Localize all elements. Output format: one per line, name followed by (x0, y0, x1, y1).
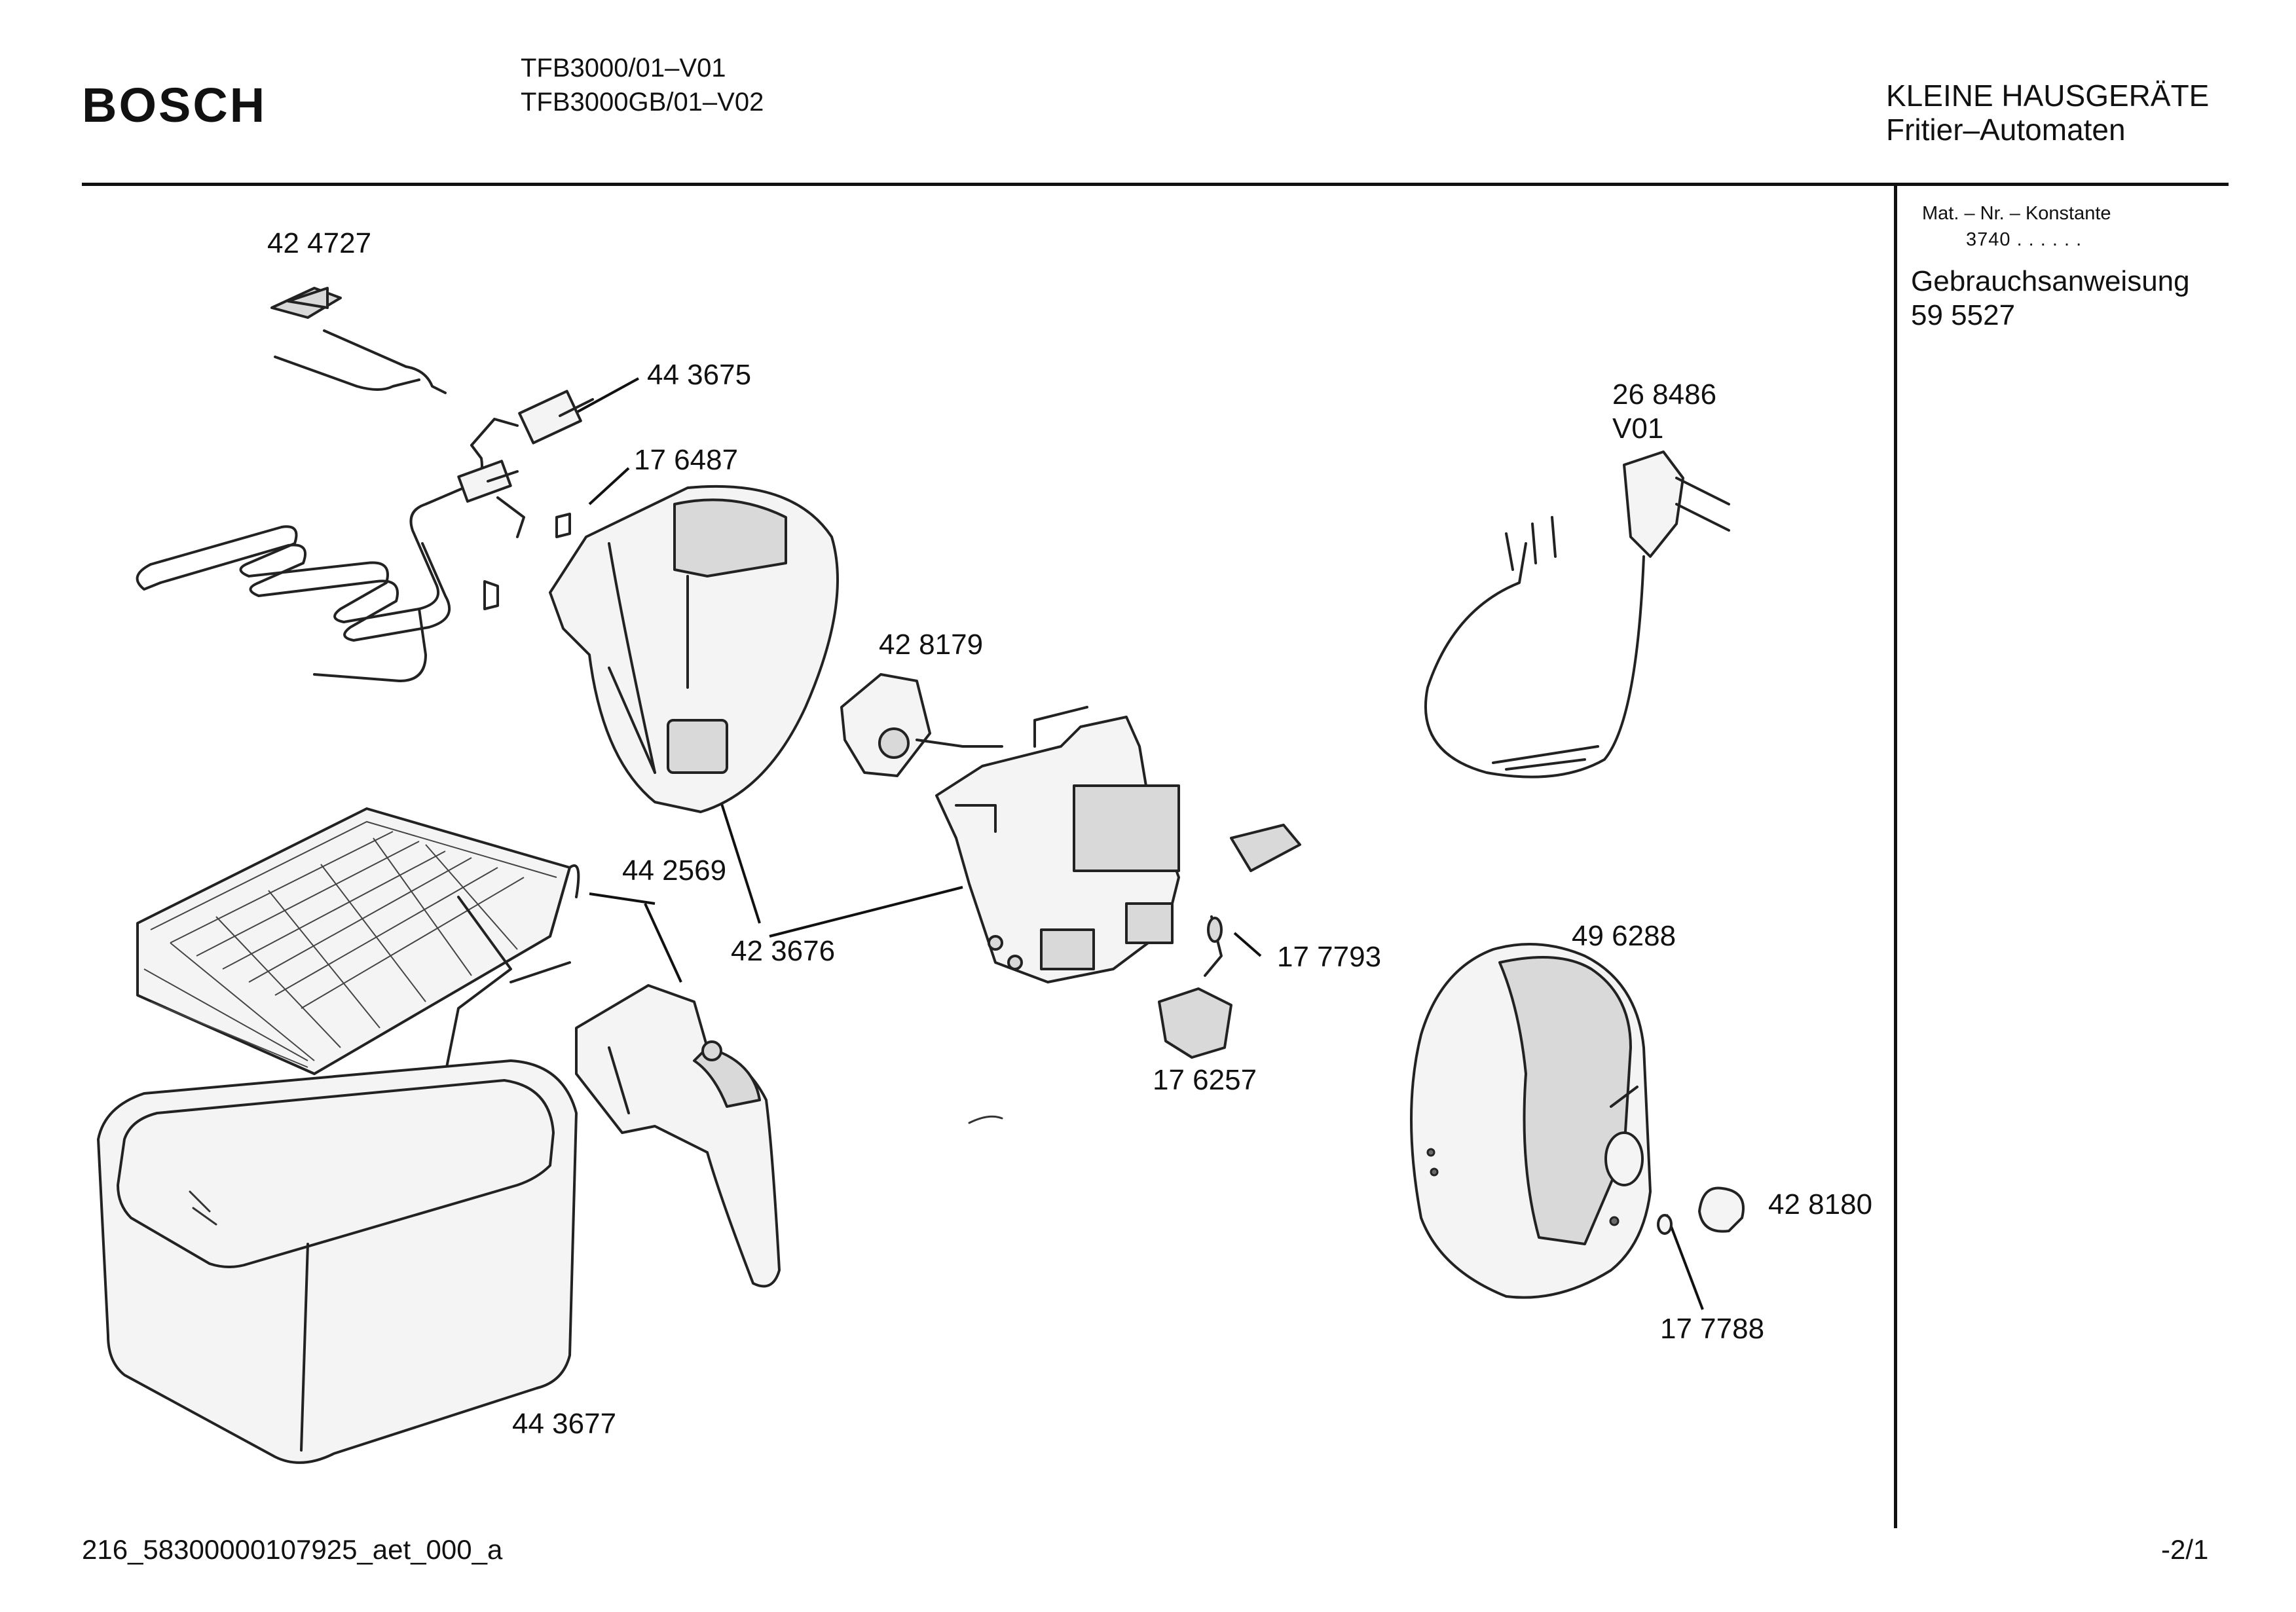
category-subtitle: Fritier–Automaten (1886, 113, 2126, 147)
bosch-logo: BOSCH (82, 78, 267, 132)
material-number-value: 3740 . . . . . . (1966, 229, 2083, 250)
leader-lines (576, 377, 1704, 1310)
thermostat (840, 673, 1003, 777)
heating-element (136, 390, 594, 682)
category-title: KLEINE HAUSGERÄTE (1886, 79, 2210, 113)
part-number-control-housing: 42 3676 (731, 935, 836, 967)
model-number-1: TFB3000/01–V01 (521, 54, 726, 82)
part-number-basket: 44 2569 (622, 854, 727, 887)
sensor (1204, 915, 1223, 977)
power-cord (1424, 450, 1730, 779)
control-knob (1698, 1186, 1745, 1233)
part-number-relay: 17 6257 (1153, 1064, 1257, 1096)
light-lens (1657, 1214, 1673, 1235)
frying-basket (136, 807, 580, 1075)
part-number-sensor: 17 7793 (1277, 941, 1382, 973)
part-number-power-cord-variant: V01 (1612, 412, 1664, 445)
part-number-heating-element: 44 3675 (647, 359, 752, 391)
part-number-control-knob: 42 8180 (1768, 1188, 1873, 1220)
part-number-power-cord: 26 8486 (1612, 378, 1717, 411)
sidebar-divider (1894, 186, 1897, 1528)
model-number-2: TFB3000GB/01–V02 (521, 88, 764, 117)
control-board (935, 706, 1180, 983)
header-divider (82, 183, 2229, 186)
thermostat-probes (270, 287, 447, 394)
document-id: 216_58300000107925_aet_000_a (82, 1534, 503, 1565)
part-number-thermostat: 42 8179 (879, 629, 984, 661)
front-cover (1410, 943, 1652, 1299)
oil-pan (97, 1059, 578, 1464)
part-number-heating-probe: 42 4727 (267, 227, 372, 259)
model-list: TFB3000/01–V01 TFB3000GB/01–V02 (521, 51, 764, 119)
part-number-oil-pan: 44 3677 (512, 1408, 617, 1440)
control-housing (549, 485, 839, 813)
basket-handle (575, 984, 781, 1288)
small-clip (968, 1115, 1003, 1124)
part-number-clip: 17 6487 (634, 444, 739, 476)
part-number-front-cover: 49 6288 (1572, 920, 1676, 952)
page-number: -2/1 (2161, 1534, 2209, 1565)
manual-number: 59 5527 (1911, 299, 2016, 331)
part-number-light-lens: 17 7788 (1660, 1313, 1765, 1345)
category-heading: KLEINE HAUSGERÄTE Fritier–Automaten (1886, 79, 2209, 147)
relay (1158, 987, 1232, 1059)
material-number-label: Mat. – Nr. – Konstante (1922, 203, 2111, 224)
manual-label: Gebrauchsanweisung (1911, 265, 2190, 297)
rocker-switch (1230, 824, 1301, 872)
